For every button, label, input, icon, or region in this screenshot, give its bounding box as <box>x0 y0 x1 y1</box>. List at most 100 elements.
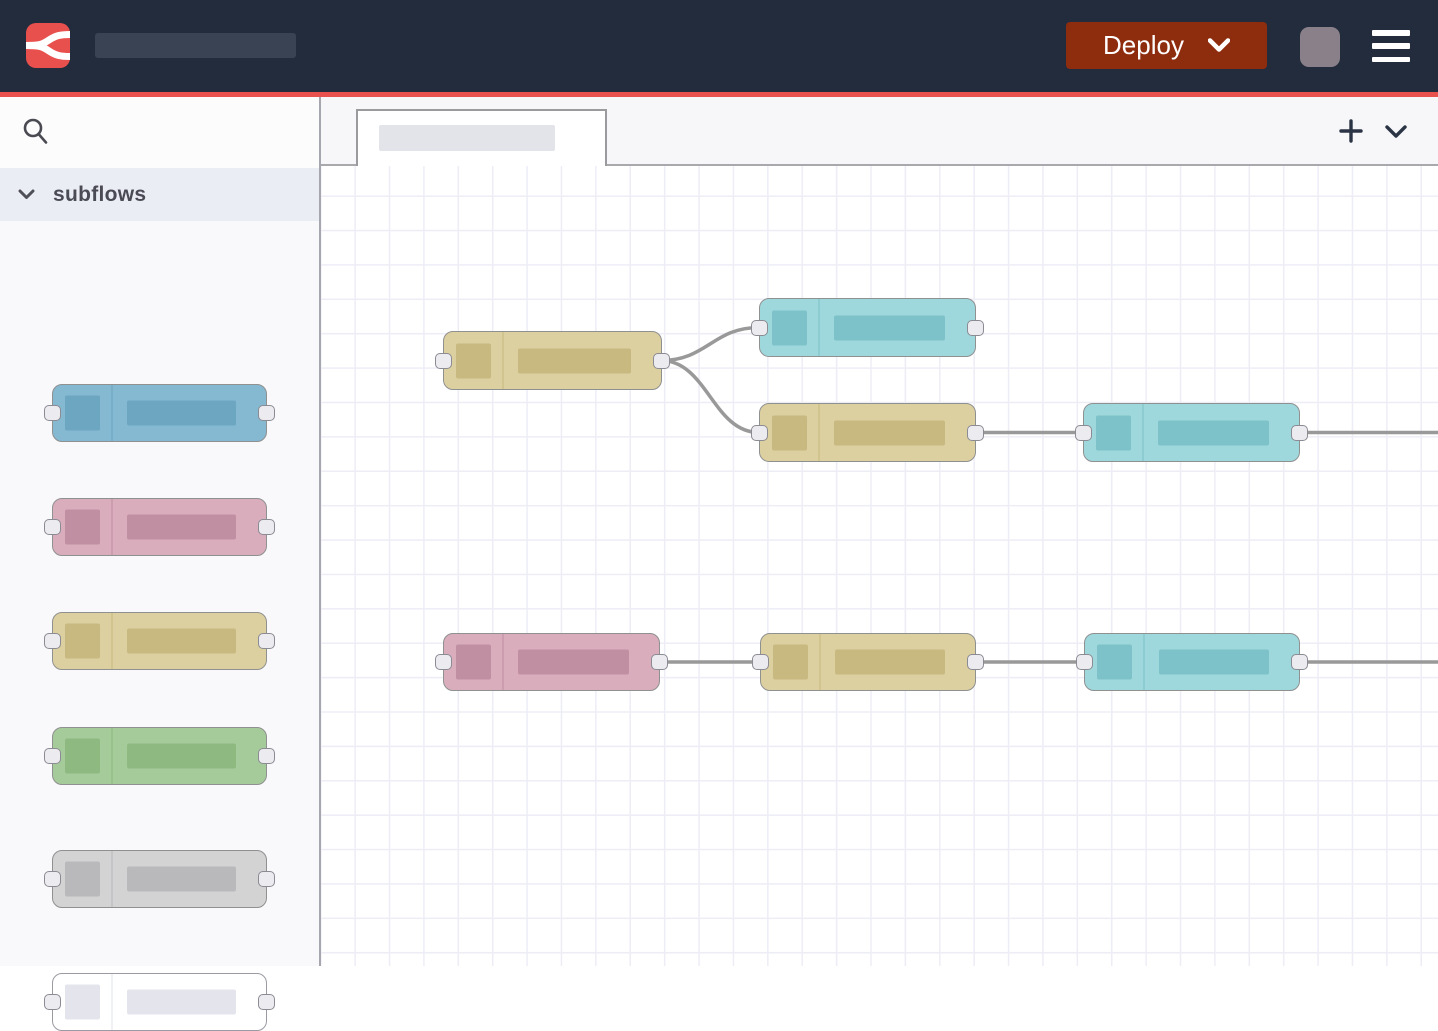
node-icon-placeholder <box>772 415 807 450</box>
sidebar-section-label: subflows <box>53 182 147 206</box>
node-icon-placeholder <box>772 310 807 345</box>
node-label-placeholder <box>518 649 629 675</box>
flow-node-cyan-3[interactable] <box>1076 633 1308 691</box>
node-output-port[interactable] <box>967 424 984 441</box>
flow-node-pink-1[interactable] <box>435 633 668 691</box>
node-divider <box>502 634 504 690</box>
flow-list-button[interactable] <box>1383 120 1409 146</box>
node-label-placeholder <box>127 400 236 426</box>
menu-icon[interactable] <box>1372 30 1410 62</box>
node-input-port[interactable] <box>435 654 452 670</box>
node-label-placeholder <box>127 989 236 1015</box>
palette-node-green[interactable] <box>44 727 275 785</box>
header-title-placeholder <box>95 33 296 58</box>
node-output-port[interactable] <box>651 654 668 670</box>
deploy-button[interactable]: Deploy <box>1066 22 1267 69</box>
node-input-port[interactable] <box>435 352 452 369</box>
node-output-port <box>258 748 275 764</box>
node-divider <box>818 404 820 461</box>
node-input-port[interactable] <box>1076 654 1093 670</box>
node-divider <box>818 299 820 356</box>
node-label-placeholder <box>835 649 945 675</box>
node-output-port[interactable] <box>653 352 670 369</box>
node-output-port <box>258 519 275 535</box>
flow-node-cyan-1[interactable] <box>751 298 984 357</box>
node-icon-placeholder <box>65 623 100 659</box>
node-divider <box>1142 404 1144 461</box>
search-icon[interactable] <box>22 117 50 147</box>
node-icon-placeholder <box>1097 644 1132 680</box>
node-icon-placeholder <box>65 738 100 774</box>
node-label-placeholder <box>127 514 236 540</box>
node-label-placeholder <box>1158 420 1269 445</box>
node-divider <box>111 499 113 555</box>
node-input-port <box>44 633 61 649</box>
node-label-placeholder <box>127 866 236 892</box>
add-flow-button[interactable] <box>1338 119 1364 145</box>
node-label-placeholder <box>127 743 236 769</box>
node-icon-placeholder <box>456 343 491 378</box>
flow-node-yellow-3[interactable] <box>752 633 984 691</box>
node-input-port[interactable] <box>751 319 768 336</box>
sidebar-section-subflows[interactable]: subflows <box>0 168 319 221</box>
deploy-button-label: Deploy <box>1103 30 1184 60</box>
flow-canvas[interactable] <box>321 166 1438 966</box>
node-icon-placeholder <box>773 644 808 680</box>
node-output-port[interactable] <box>1291 654 1308 670</box>
node-output-port <box>258 871 275 887</box>
flow-tab-title-placeholder <box>379 125 555 151</box>
node-icon-placeholder <box>456 644 491 680</box>
user-avatar[interactable] <box>1300 27 1340 67</box>
flow-tab-active[interactable] <box>356 109 607 166</box>
node-input-port <box>44 748 61 764</box>
node-icon-placeholder <box>65 861 100 897</box>
node-divider <box>111 728 113 784</box>
node-input-port[interactable] <box>752 654 769 670</box>
palette-node-list <box>0 221 319 1031</box>
chevron-down-icon <box>18 189 35 199</box>
node-divider <box>502 332 504 389</box>
palette-node-yellow[interactable] <box>44 612 275 670</box>
node-icon-placeholder <box>1096 415 1131 450</box>
node-label-placeholder <box>834 420 945 445</box>
node-icon-placeholder <box>65 984 100 1020</box>
node-red-logo-icon <box>26 23 70 68</box>
node-input-port <box>44 994 61 1010</box>
node-input-port[interactable] <box>1075 424 1092 441</box>
node-input-port <box>44 519 61 535</box>
node-input-port <box>44 405 61 421</box>
wire-yellow1-to-cyan1[interactable] <box>660 325 760 363</box>
palette-node-gray[interactable] <box>44 850 275 908</box>
node-divider <box>819 634 821 690</box>
chevron-down-icon <box>1385 124 1407 138</box>
header-bar: Deploy <box>0 0 1438 92</box>
palette-search-row <box>0 97 319 168</box>
node-label-placeholder <box>1159 649 1269 675</box>
node-output-port[interactable] <box>967 654 984 670</box>
node-divider <box>111 385 113 441</box>
node-label-placeholder <box>518 348 631 373</box>
node-input-port[interactable] <box>751 424 768 441</box>
palette-node-blue[interactable] <box>44 384 275 442</box>
node-output-port[interactable] <box>1291 424 1308 441</box>
node-icon-placeholder <box>65 395 100 431</box>
node-output-port <box>258 994 275 1010</box>
palette-node-pink[interactable] <box>44 498 275 556</box>
wire-yellow1-to-yellow2[interactable] <box>660 358 760 435</box>
node-output-port[interactable] <box>967 319 984 336</box>
node-output-port <box>258 633 275 649</box>
node-output-port <box>258 405 275 421</box>
deploy-chevron-down-icon <box>1207 38 1230 52</box>
node-icon-placeholder <box>65 509 100 545</box>
node-divider <box>111 613 113 669</box>
node-label-placeholder <box>127 628 236 654</box>
header-accent-line <box>0 92 1438 97</box>
palette-sidebar: subflows <box>0 97 321 1031</box>
flow-tab-bar <box>321 97 1438 166</box>
flow-node-yellow-1[interactable] <box>435 331 670 390</box>
flow-node-yellow-2[interactable] <box>751 403 984 462</box>
node-divider <box>111 851 113 907</box>
plus-icon <box>1339 119 1363 143</box>
palette-node-white[interactable] <box>44 973 275 1031</box>
flow-node-cyan-2[interactable] <box>1075 403 1308 462</box>
